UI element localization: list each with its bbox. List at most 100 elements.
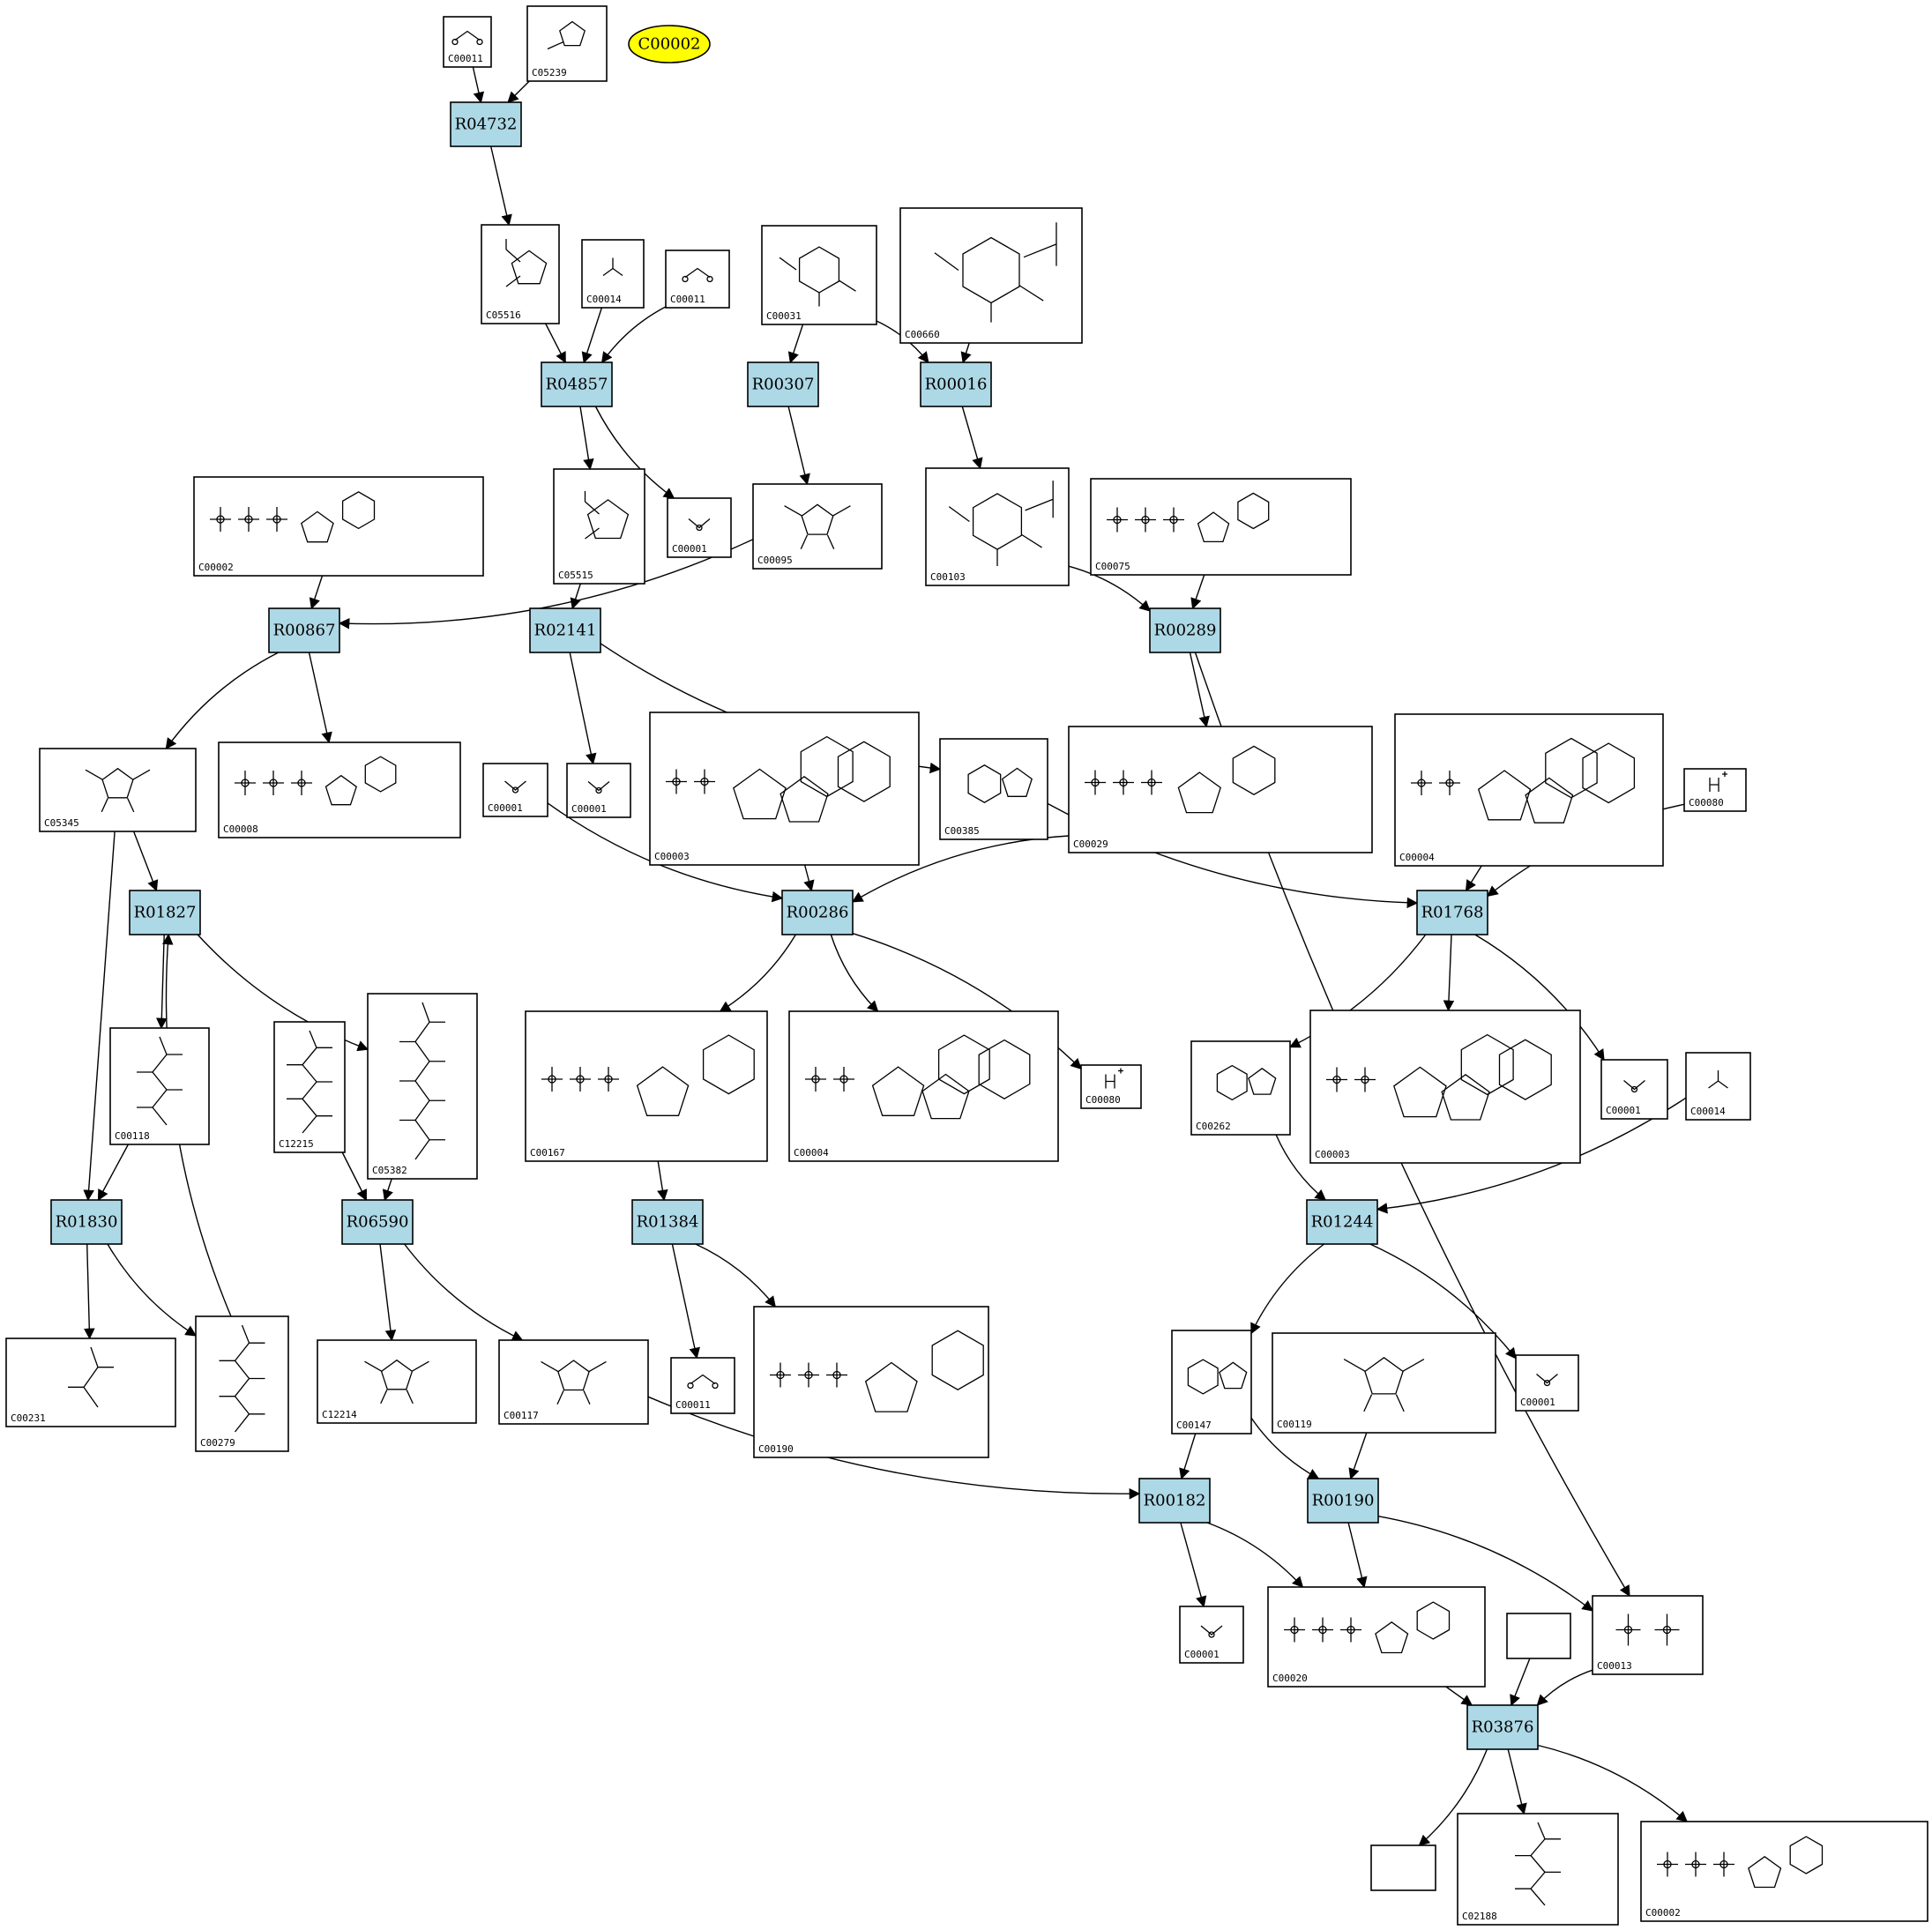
reaction-box[interactable]: [50, 1199, 123, 1245]
reaction-box[interactable]: [631, 1199, 704, 1245]
compound-c00279[interactable]: C00279: [195, 1315, 289, 1452]
reaction-box[interactable]: [341, 1199, 414, 1245]
compound-c00002[interactable]: C00002: [193, 476, 484, 577]
compound-c00147[interactable]: C00147: [1171, 1330, 1252, 1434]
reaction-r01244[interactable]: R01244: [1306, 1199, 1378, 1245]
compound-c12215[interactable]: C12215: [273, 1021, 346, 1153]
compound-c00385[interactable]: C00385: [939, 738, 1048, 840]
compound-c00660[interactable]: C00660: [899, 207, 1083, 344]
reaction-r02141[interactable]: R02141: [529, 607, 601, 653]
reaction-r00016[interactable]: R00016: [920, 361, 992, 407]
compound-c00001[interactable]: C00001: [1515, 1354, 1579, 1412]
compound-c00103[interactable]: C00103: [925, 467, 1070, 586]
water-structure-icon: [587, 781, 610, 794]
compound-c00080[interactable]: C00080: [1683, 768, 1747, 812]
compound-c12214[interactable]: C12214: [317, 1339, 477, 1424]
compound-c00095[interactable]: C00095: [752, 483, 883, 570]
compound-c05516[interactable]: C05516: [481, 224, 560, 324]
compound-c00014[interactable]: C00014: [1685, 1052, 1751, 1121]
compound-id-label: C00008: [223, 823, 258, 835]
chain-structure-icon: [219, 1324, 265, 1433]
edge-layer: [83, 66, 1689, 1846]
reaction-box[interactable]: [129, 890, 201, 935]
compound-box: [498, 1339, 649, 1425]
ring-structure-icon: [584, 491, 630, 540]
reaction-r00182[interactable]: R00182: [1138, 1478, 1211, 1524]
reaction-box[interactable]: [747, 361, 819, 407]
reaction-box[interactable]: [781, 890, 854, 935]
edge-R00307-to-k: [787, 406, 810, 486]
compound-unlabeled[interactable]: [1370, 1844, 1436, 1891]
reaction-r04732[interactable]: R04732: [450, 101, 522, 147]
reaction-r00289[interactable]: R00289: [1149, 607, 1221, 653]
compound-c02188[interactable]: C02188: [1457, 1813, 1619, 1926]
reaction-r00867[interactable]: R00867: [268, 607, 340, 653]
compound-c05345[interactable]: C05345: [39, 748, 197, 832]
compound-id-label: C00001: [488, 802, 523, 814]
compound-c00031[interactable]: C00031: [761, 225, 877, 325]
compound-c00001[interactable]: C00001: [482, 763, 548, 817]
compound-c00013[interactable]: C00013: [1592, 1595, 1704, 1675]
reaction-r01384[interactable]: R01384: [631, 1199, 704, 1245]
compound-box: [925, 467, 1070, 586]
compound-c00167[interactable]: C00167: [525, 1010, 768, 1162]
reaction-box[interactable]: [1306, 1199, 1378, 1245]
compound-c00003[interactable]: C00003: [1309, 1010, 1581, 1164]
reaction-box[interactable]: [1307, 1478, 1379, 1524]
reaction-box[interactable]: [1149, 607, 1221, 653]
compound-c00003[interactable]: C00003: [649, 712, 920, 866]
compound-c00020[interactable]: C00020: [1267, 1586, 1486, 1688]
compound-c00262[interactable]: C00262: [1190, 1040, 1291, 1136]
compound-c00014[interactable]: C00014: [581, 239, 645, 309]
reaction-r00190[interactable]: R00190: [1307, 1478, 1379, 1524]
reaction-r01827[interactable]: R01827: [129, 890, 201, 935]
reaction-box[interactable]: [1138, 1478, 1211, 1524]
compound-c00004[interactable]: C00004: [788, 1010, 1059, 1162]
compound-c00001[interactable]: C00001: [566, 763, 631, 818]
reaction-r00307[interactable]: R00307: [747, 361, 819, 407]
compound-c05382[interactable]: C05382: [367, 993, 478, 1180]
compound-c00001[interactable]: C00001: [1179, 1606, 1244, 1664]
compound-c00080[interactable]: C00080: [1080, 1064, 1142, 1109]
reaction-r04857[interactable]: R04857: [541, 361, 613, 407]
compound-c00011[interactable]: C00011: [665, 250, 730, 309]
compound-c00119[interactable]: C00119: [1272, 1332, 1496, 1434]
edge-g-to-R00016: [960, 342, 972, 364]
compound-c00117[interactable]: C00117: [498, 1339, 649, 1425]
compound-c05515[interactable]: C05515: [553, 468, 645, 585]
reaction-box[interactable]: [450, 101, 522, 147]
edge-w-to-R01830: [97, 1144, 130, 1202]
highlight-ellipse[interactable]: [628, 25, 711, 63]
compound-c00011[interactable]: C00011: [443, 16, 492, 68]
compound-c00190[interactable]: C00190: [753, 1306, 989, 1458]
reaction-r01768[interactable]: R01768: [1416, 890, 1488, 935]
reaction-box[interactable]: [1416, 890, 1488, 935]
furanose-structure-icon: [1343, 1356, 1425, 1412]
reaction-box[interactable]: [268, 607, 340, 653]
reaction-r06590[interactable]: R06590: [341, 1199, 414, 1245]
reaction-r03876[interactable]: R03876: [1466, 1704, 1539, 1750]
sugar-p-structure-icon: [934, 222, 1057, 323]
compound-c00008[interactable]: C00008: [218, 741, 461, 838]
reaction-r01830[interactable]: R01830: [50, 1199, 123, 1245]
compound-unlabeled[interactable]: [1506, 1613, 1571, 1659]
dinucleotide-structure-icon: [1411, 737, 1636, 823]
compound-c00075[interactable]: C00075: [1090, 478, 1352, 576]
compound-c00004[interactable]: C00004: [1394, 713, 1664, 867]
edge-R01768-to-ae: [1474, 934, 1605, 1062]
compound-c00001[interactable]: C00001: [667, 497, 732, 558]
compound-c00001[interactable]: C00001: [1600, 1059, 1668, 1120]
compound-c00002[interactable]: C00002: [1640, 1821, 1928, 1922]
compound-c05239[interactable]: C05239: [526, 5, 608, 82]
compound-c00029[interactable]: C00029: [1068, 726, 1373, 853]
compound-c00011[interactable]: C00011: [670, 1357, 735, 1414]
compound-c00231[interactable]: C00231: [5, 1338, 176, 1427]
compound-c00118[interactable]: C00118: [109, 1027, 210, 1145]
reaction-box[interactable]: [529, 607, 601, 653]
highlight-compound-c00002[interactable]: C00002: [628, 25, 711, 63]
reaction-r00286[interactable]: R00286: [781, 890, 854, 935]
reaction-box[interactable]: [541, 361, 613, 407]
reaction-box[interactable]: [920, 361, 992, 407]
compound-id-label: C00014: [586, 294, 622, 305]
reaction-box[interactable]: [1466, 1704, 1539, 1750]
